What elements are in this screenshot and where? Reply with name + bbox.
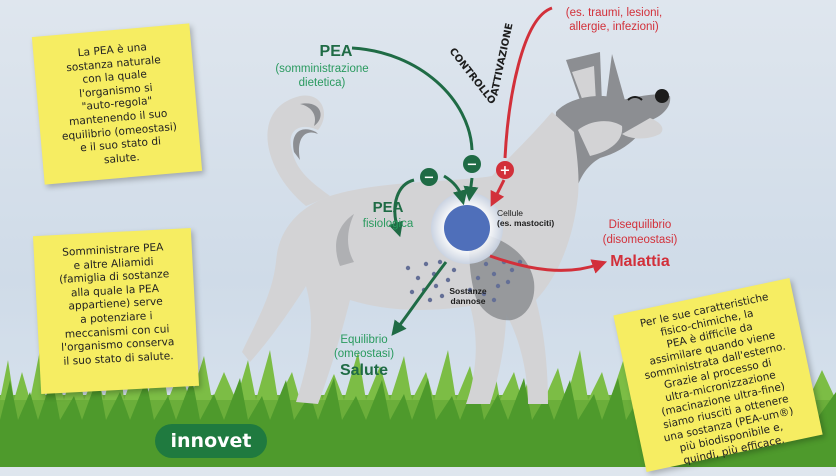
activation-arrow <box>503 6 553 159</box>
harmful-substance-dots <box>405 259 523 303</box>
health-title: Salute <box>340 362 388 379</box>
triggers-line1: (es. traumi, lesioni, <box>566 7 663 19</box>
cell-line1: Cellule <box>497 208 523 218</box>
control-arrow <box>351 46 474 151</box>
disease-title: Malattia <box>610 253 670 270</box>
cell <box>431 192 503 264</box>
harmful-line2: dannose <box>451 296 486 306</box>
health-line1: Equilibrio <box>340 334 387 346</box>
disease-line1: Disequilibrio <box>609 219 672 231</box>
pea-external-sub1: (somministrazione <box>275 63 368 75</box>
disease-line2: (disomeostasi) <box>603 234 678 246</box>
pea-internal-sub: fisiologica <box>363 218 414 230</box>
innovet-logo: innovet <box>155 424 267 458</box>
triggers-line2: allergie, infezioni) <box>569 21 659 33</box>
plus-badge-activation: + <box>496 161 514 179</box>
controllo-label: CONTROLLO <box>447 46 498 106</box>
minus-badge-loop: − <box>420 168 438 186</box>
disease-arrow <box>489 254 608 274</box>
minus-badge-control: − <box>463 155 481 173</box>
pea-external-sub2: dietetica) <box>299 77 346 89</box>
health-line2: (omeostasi) <box>334 348 394 360</box>
health-arrow <box>391 261 448 336</box>
cell-line2: (es. mastociti) <box>497 218 554 228</box>
pea-external-title: PEA <box>320 43 353 60</box>
svg-text:−: − <box>424 171 435 186</box>
svg-text:+: + <box>500 164 511 179</box>
pea-internal-title: PEA <box>373 199 404 216</box>
attivazione-label: ATTIVAZIONE <box>489 22 515 97</box>
harmful-line1: Sostanze <box>449 286 487 296</box>
dog-illustration <box>242 52 671 404</box>
activation-arrow-tip <box>490 179 506 207</box>
control-arrow-tip <box>463 177 479 202</box>
pea-to-cell-arrow <box>443 174 468 206</box>
svg-text:−: − <box>467 158 478 173</box>
loop-arrow <box>388 178 415 238</box>
